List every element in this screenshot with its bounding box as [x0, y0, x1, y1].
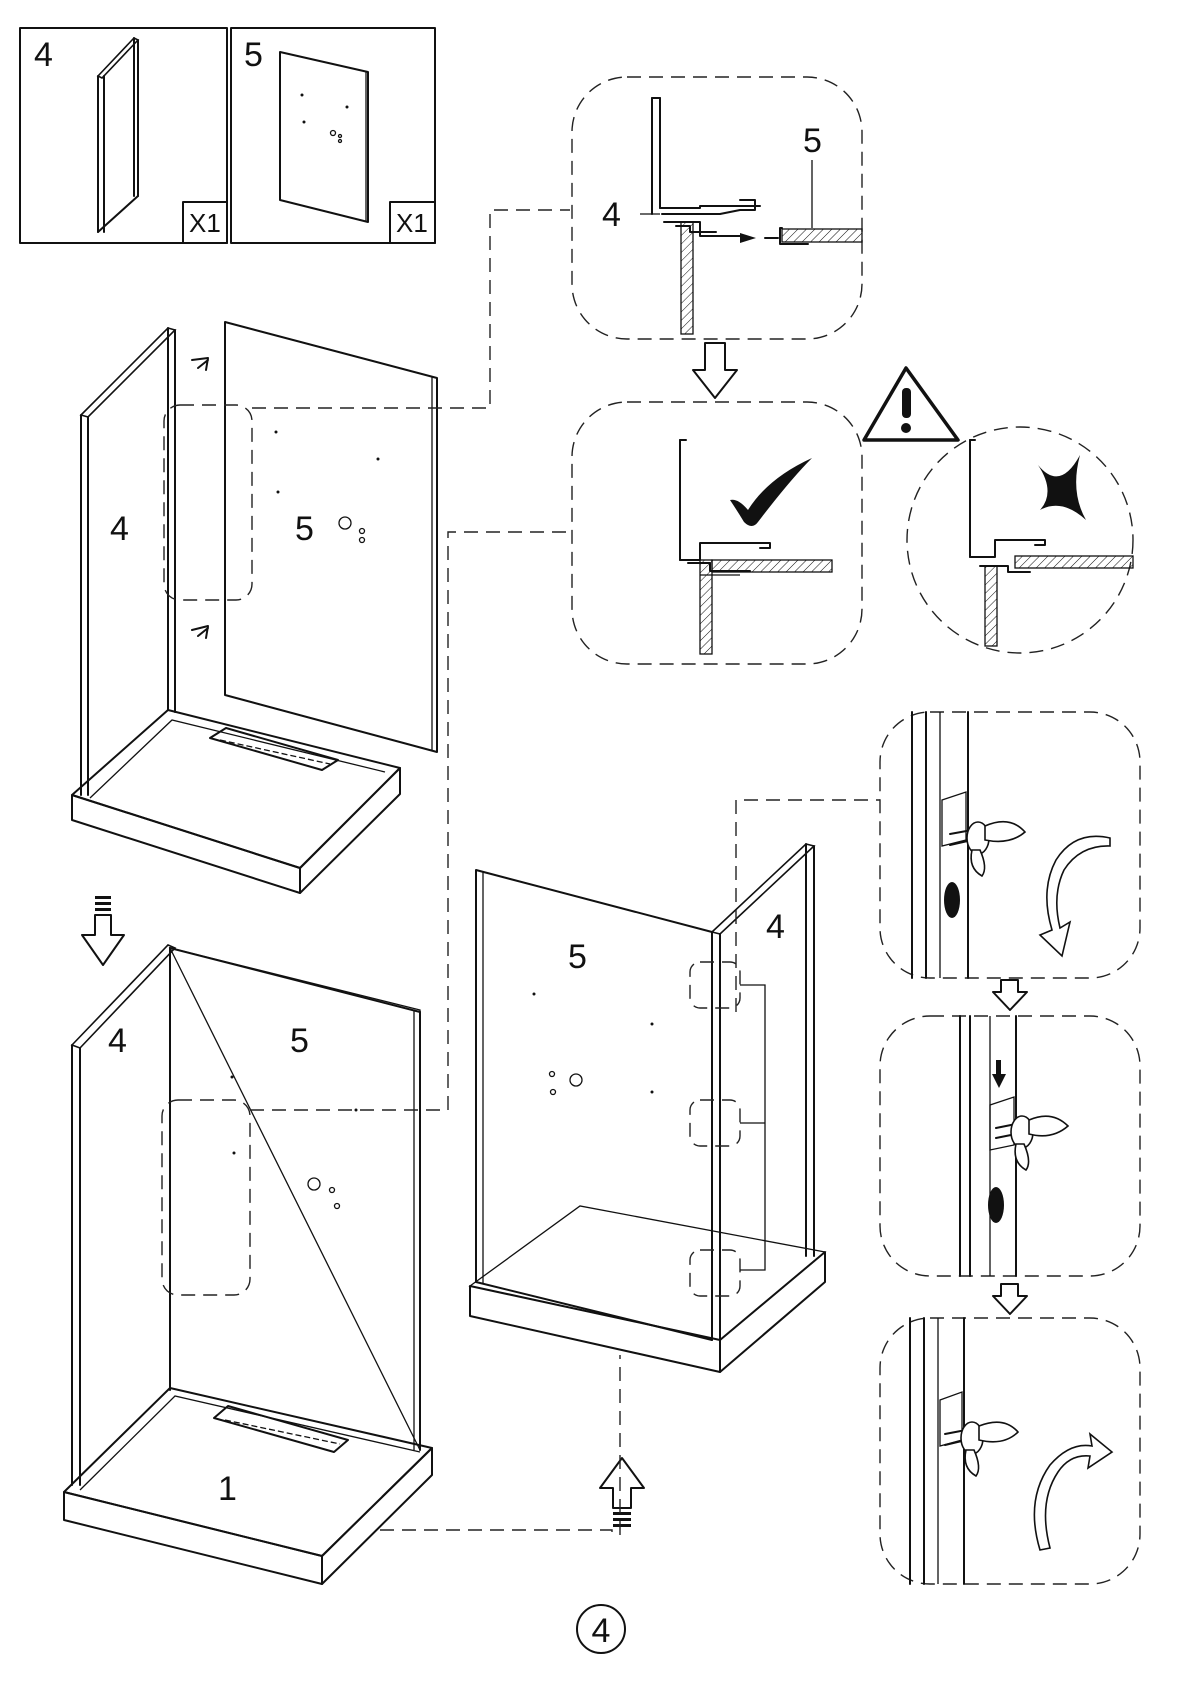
label-panel-5: 5 — [568, 938, 587, 976]
wing-nut-icon — [945, 1422, 1018, 1476]
label-profile-4: 4 — [110, 510, 129, 548]
profile-part-illustration — [98, 38, 138, 232]
rotate-arrow-icon — [1040, 836, 1110, 956]
detail-insertion: 4 5 — [572, 77, 862, 339]
warning-icon — [864, 368, 958, 440]
down-arrow-icon — [992, 1060, 1006, 1088]
quantity-label: X1 — [189, 208, 221, 238]
label-profile-4: 4 — [766, 908, 785, 946]
detail-correct — [572, 402, 862, 664]
label-panel-5: 5 — [295, 510, 314, 548]
label-profile-4: 4 — [108, 1022, 127, 1060]
clamp-detail-slide — [880, 1016, 1140, 1276]
up-arrow-icon — [600, 1458, 644, 1527]
wing-nut-icon — [950, 822, 1025, 876]
label-panel-5: 5 — [290, 1022, 309, 1060]
page-number-label: 4 — [592, 1612, 611, 1650]
detail-label-5: 5 — [803, 122, 822, 160]
page-number: 4 — [577, 1605, 625, 1653]
down-arrow-icon — [993, 980, 1027, 1010]
detail-incorrect — [907, 427, 1133, 653]
part-number-4: 4 — [34, 36, 53, 74]
assembly-step-fitted: 1 4 5 — [64, 945, 432, 1584]
assembly-step-rear-view: 5 4 — [470, 844, 825, 1372]
label-tray-1: 1 — [218, 1470, 237, 1508]
part-number-5: 5 — [244, 36, 263, 74]
glass-panel-illustration — [280, 52, 368, 222]
part-box-4: 4 X1 — [20, 28, 227, 243]
clamp-detail-loosen — [880, 712, 1140, 978]
down-arrow-icon — [993, 1284, 1027, 1314]
quantity-label: X1 — [396, 208, 428, 238]
wing-nut-icon — [996, 1116, 1068, 1170]
check-mark-icon — [730, 458, 812, 526]
down-arrow-icon — [693, 343, 737, 398]
cross-mark-icon — [1038, 455, 1086, 520]
down-arrow-icon — [82, 896, 124, 965]
detail-label-4: 4 — [602, 196, 621, 234]
part-box-5: 5 X1 — [231, 28, 435, 243]
rotate-arrow-icon — [1034, 1434, 1112, 1550]
clamp-detail-tighten — [880, 1318, 1140, 1584]
